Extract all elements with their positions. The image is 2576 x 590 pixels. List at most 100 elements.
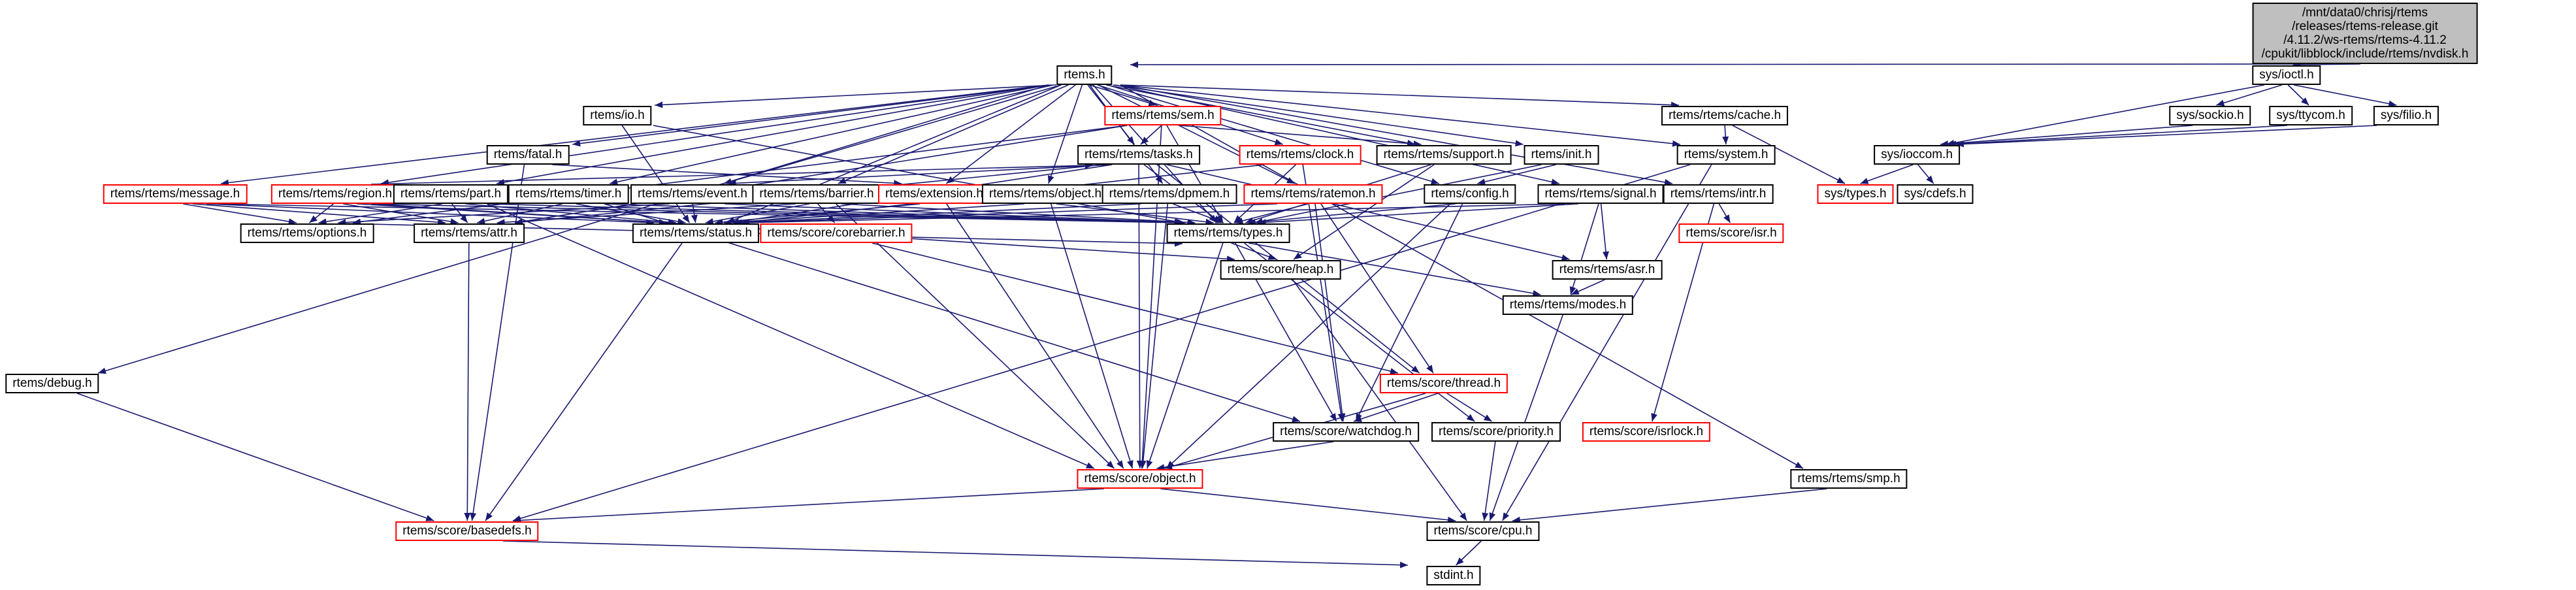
include-node-rtems[interactable]: rtems.h [1056, 65, 1113, 85]
include-edge-region-tasks [370, 162, 1094, 185]
include-edge-rtems-dpmem [1089, 84, 1164, 184]
include-edge-region-attr [343, 203, 459, 225]
include-edge-ratemon-status [741, 203, 1278, 226]
include-edge-rtypes-modes [1248, 242, 1541, 297]
include-edge-rtems-barrier [838, 84, 1069, 184]
include-edge-ioctl-ioccom [1946, 84, 2265, 146]
include-node-intr[interactable]: rtems/rtems/intr.h [1663, 184, 1774, 204]
include-node-debug[interactable]: rtems/debug.h [5, 374, 99, 393]
include-node-io[interactable]: rtems/io.h [583, 106, 652, 125]
include-node-sem[interactable]: rtems/rtems/sem.h [1104, 106, 1222, 125]
include-edge-sobject-cpu [1160, 488, 1456, 523]
include-edge-part-sobject [486, 203, 1095, 469]
include-node-timer[interactable]: rtems/rtems/timer.h [508, 184, 629, 204]
include-node-sys_types[interactable]: sys/types.h [1817, 184, 1894, 204]
include-node-config[interactable]: rtems/config.h [1424, 184, 1516, 204]
include-node-rtypes[interactable]: rtems/rtems/types.h [1166, 223, 1290, 243]
include-edge-rtypes-sobject [1146, 242, 1224, 469]
include-edge-timer-attr [476, 203, 563, 225]
include-node-signal[interactable]: rtems/rtems/signal.h [1537, 184, 1664, 204]
include-edge-debug-basedefs [76, 393, 434, 521]
include-node-ioccom[interactable]: sys/ioccom.h [1874, 145, 1960, 165]
include-edge-ioctl-sockio [2216, 84, 2283, 107]
include-edge-event-status [691, 203, 698, 223]
include-edge-system-cpu [1502, 164, 1712, 521]
include-node-ratemon[interactable]: rtems/rtems/ratemon.h [1243, 184, 1383, 204]
include-edge-barrier-sobject [836, 203, 1115, 469]
include-edge-rtems-extension [945, 84, 1076, 184]
include-edge-thread-watchdog [1353, 393, 1439, 422]
include-node-isr[interactable]: rtems/score/isr.h [1678, 223, 1784, 243]
include-node-heap[interactable]: rtems/score/heap.h [1220, 260, 1341, 280]
include-edge-dpmem-status [733, 203, 1141, 226]
include-node-robject[interactable]: rtems/rtems/object.h [981, 184, 1109, 204]
include-edge-sem-sobject [1139, 125, 1162, 469]
include-node-smp[interactable]: rtems/rtems/smp.h [1790, 469, 1908, 489]
include-node-barrier[interactable]: rtems/rtems/barrier.h [752, 184, 881, 204]
include-node-status[interactable]: rtems/rtems/status.h [632, 223, 760, 243]
include-edge-message-options [182, 203, 297, 225]
include-edge-ratemon-rtypes [1235, 203, 1309, 224]
include-node-stdint[interactable]: stdint.h [1426, 566, 1481, 585]
include-edge-smp-cpu [1512, 488, 1827, 523]
include-node-region[interactable]: rtems/rtems/region.h [270, 184, 400, 204]
include-node-fatal[interactable]: rtems/fatal.h [486, 145, 570, 165]
include-node-asr[interactable]: rtems/rtems/asr.h [1552, 260, 1663, 280]
include-edge-rtems-io [655, 84, 1057, 108]
include-node-thread[interactable]: rtems/score/thread.h [1379, 374, 1508, 393]
include-node-extension[interactable]: rtems/extension.h [878, 184, 990, 204]
include-edge-extension-sobject [946, 203, 1124, 469]
include-edge-ttycom-ioccom [1948, 125, 2287, 148]
include-edge-message-status [206, 203, 655, 226]
include-edge-config-sobject [1166, 203, 1451, 469]
include-node-basedefs[interactable]: rtems/score/basedefs.h [395, 521, 539, 541]
include-node-ioctl[interactable]: sys/ioctl.h [2252, 65, 2321, 85]
include-edge-corebarrier-thread [872, 242, 1399, 374]
include-edge-heap-cpu [1292, 279, 1467, 521]
include-edge-cache-sys_types [1732, 125, 1846, 184]
include-node-watchdog[interactable]: rtems/score/watchdog.h [1273, 422, 1419, 442]
include-node-cpu[interactable]: rtems/score/cpu.h [1426, 521, 1540, 541]
include-edge-watchdog-sobject [1156, 441, 1334, 471]
include-edge-signal-rtypes [1258, 203, 1578, 226]
include-node-support[interactable]: rtems/rtems/support.h [1376, 145, 1512, 165]
include-edge-rtypes-heap [1231, 242, 1277, 260]
include-node-ttycom[interactable]: sys/ttycom.h [2269, 106, 2353, 125]
include-node-filio[interactable]: sys/filio.h [2373, 106, 2439, 125]
include-edge-cache-system [1722, 125, 1729, 145]
include-edge-sem-support [1179, 125, 1422, 148]
include-node-tasks[interactable]: rtems/rtems/tasks.h [1077, 145, 1200, 165]
include-node-priority[interactable]: rtems/score/priority.h [1431, 422, 1561, 442]
include-node-corebarrier[interactable]: rtems/score/corebarrier.h [760, 223, 913, 243]
include-edge-sockio-ioccom [1940, 125, 2193, 148]
include-edge-sem-tasks [1140, 125, 1162, 145]
include-node-sobject[interactable]: rtems/score/object.h [1077, 469, 1203, 489]
include-node-options[interactable]: rtems/rtems/options.h [240, 223, 374, 243]
include-edge-rtems-signal [1115, 84, 1559, 186]
include-node-clock[interactable]: rtems/rtems/clock.h [1239, 145, 1361, 165]
include-edge-config-watchdog [1355, 203, 1463, 422]
include-edge-timer-status [576, 203, 686, 225]
include-node-system[interactable]: rtems/system.h [1676, 145, 1776, 165]
include-edge-robject-sobject [1050, 203, 1133, 469]
include-edge-filio-ioccom [1955, 125, 2377, 148]
include-node-event[interactable]: rtems/rtems/event.h [630, 184, 755, 204]
include-edge-dpmem-sobject [1139, 203, 1169, 469]
include-node-message[interactable]: rtems/rtems/message.h [103, 184, 248, 204]
include-node-part[interactable]: rtems/rtems/part.h [393, 184, 509, 204]
include-edge-ioctl-ttycom [2287, 84, 2309, 106]
include-edge-timer-rtypes [604, 203, 1183, 226]
include-node-attr[interactable]: rtems/rtems/attr.h [414, 223, 525, 243]
include-node-isrlock[interactable]: rtems/score/isrlock.h [1582, 422, 1711, 442]
include-node-sys_cdefs[interactable]: sys/cdefs.h [1897, 184, 1974, 204]
include-node-sockio[interactable]: sys/sockio.h [2169, 106, 2251, 125]
include-edge-barrier-attr [497, 203, 796, 226]
include-edge-basedefs-stdint [502, 540, 1409, 568]
include-node-dpmem[interactable]: rtems/rtems/dpmem.h [1101, 184, 1237, 204]
include-node-modes[interactable]: rtems/rtems/modes.h [1502, 295, 1634, 315]
include-node-cache[interactable]: rtems/rtems/cache.h [1661, 106, 1789, 125]
include-edge-rtems-intr [1120, 84, 1673, 186]
include-edge-rtems-sem [1088, 84, 1157, 107]
include-node-init[interactable]: rtems/init.h [1524, 145, 1599, 165]
